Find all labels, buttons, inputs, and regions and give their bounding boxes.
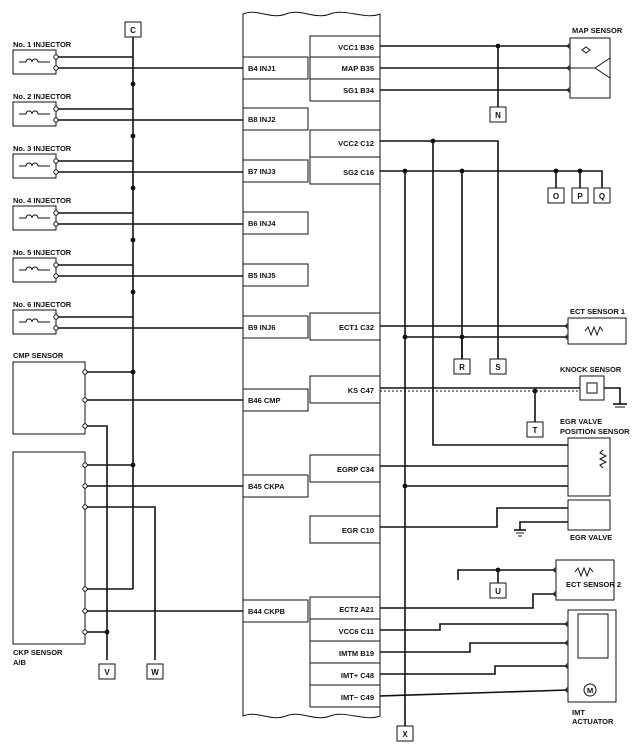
injector-6-label: No. 6 INJECTOR <box>13 300 72 309</box>
connector-o: O <box>547 187 565 204</box>
pin-sg1: SG1 B34 <box>343 86 375 95</box>
pin-inj6: B9 INJ6 <box>248 323 276 332</box>
pin-imtp: IMT+ C48 <box>341 671 374 680</box>
connector-u-label: U <box>495 587 501 596</box>
pin-ckpa: B45 CKPA <box>248 482 285 491</box>
ecm-left-pins <box>242 56 309 623</box>
connector-w-label: W <box>151 668 159 677</box>
injector-2-symbol <box>12 101 243 127</box>
connector-x-label: X <box>402 730 408 739</box>
ecm-body <box>242 11 381 719</box>
ckp-sensor-label-1: CKP SENSOR <box>13 648 63 657</box>
connector-c: C <box>124 21 142 38</box>
connector-n: N <box>489 106 507 123</box>
imt-actuator: M <box>567 609 617 703</box>
pin-inj4: B6 INJ4 <box>248 219 276 228</box>
pin-egr: EGR C10 <box>342 526 374 535</box>
injectors-group: No. 1 INJECTOR No. 2 INJECTOR No. 3 INJE… <box>13 40 72 309</box>
injector-symbols <box>12 49 243 335</box>
connector-t: T <box>526 421 544 438</box>
injector-3-label: No. 3 INJECTOR <box>13 144 72 153</box>
injector-4-symbol <box>12 205 243 231</box>
ect2-sensor <box>555 559 615 601</box>
ect2-sensor-label: ECT SENSOR 2 <box>566 580 621 589</box>
imt-actuator-label-2: ACTUATOR <box>572 717 614 726</box>
connector-c-label: C <box>130 26 136 35</box>
injector-1-label: No. 1 INJECTOR <box>13 40 72 49</box>
pin-inj5: B5 INJ5 <box>248 271 276 280</box>
pin-vcc1: VCC1 B36 <box>338 43 374 52</box>
connector-t-label: T <box>533 426 538 435</box>
connector-x: X <box>396 725 414 742</box>
connector-q-label: Q <box>599 192 605 201</box>
knock-sensor <box>579 375 627 408</box>
connector-p-label: P <box>577 192 583 201</box>
connector-r: R <box>453 358 471 375</box>
pin-ks: KS C47 <box>348 386 374 395</box>
egr-valve-label: EGR VALVE <box>570 533 612 542</box>
right-junctions <box>402 43 583 573</box>
ckp-sensor-label-2: A/B <box>13 658 27 667</box>
pin-cmp: B46 CMP <box>248 396 281 405</box>
connector-v: V <box>98 663 116 680</box>
connector-p: P <box>571 187 589 204</box>
svg-text:M: M <box>587 686 593 695</box>
map-sensor <box>569 37 611 99</box>
egr-position-label-2: POSITION SENSOR <box>560 427 630 436</box>
egr-position-label-1: EGR VALVE <box>560 417 602 426</box>
egr-position-sensor <box>567 437 611 497</box>
pin-sg2: SG2 C16 <box>343 168 374 177</box>
imt-actuator-label-1: IMT <box>572 708 585 717</box>
knock-sensor-label: KNOCK SENSOR <box>560 365 622 374</box>
ckp-sensor-box <box>12 451 86 645</box>
injector-3-symbol <box>12 153 243 179</box>
pin-ect1: ECT1 C32 <box>339 323 374 332</box>
connector-w: W <box>146 663 164 680</box>
egr-valve <box>567 499 611 531</box>
injector-5-symbol <box>12 257 243 283</box>
injector-5-label: No. 5 INJECTOR <box>13 248 72 257</box>
cmp-sensor-box <box>12 361 86 435</box>
connector-r-label: R <box>459 363 465 372</box>
pin-imtm: IMTM B19 <box>339 649 374 658</box>
pin-vcc6: VCC6 C11 <box>339 627 374 636</box>
connector-s-label: S <box>495 363 501 372</box>
pin-inj2: B8 INJ2 <box>248 115 276 124</box>
connector-n-label: N <box>495 111 501 120</box>
connector-tags: C N O P Q R S T U V W X <box>98 21 611 742</box>
pin-ect2: ECT2 A21 <box>339 605 374 614</box>
connector-u: U <box>489 582 507 599</box>
ground-symbol <box>514 529 526 537</box>
ect1-sensor <box>567 317 627 345</box>
pin-imtn: IMT− C49 <box>341 693 374 702</box>
pin-inj1: B4 INJ1 <box>248 64 276 73</box>
injector-4-label: No. 4 INJECTOR <box>13 196 72 205</box>
connector-s: S <box>489 358 507 375</box>
cmp-sensor-label: CMP SENSOR <box>13 351 64 360</box>
right-wiring <box>379 45 603 728</box>
connector-o-label: O <box>553 192 559 201</box>
map-sensor-label: MAP SENSOR <box>572 26 623 35</box>
injector-2-label: No. 2 INJECTOR <box>13 92 72 101</box>
cmp-ckp-wiring <box>85 371 243 660</box>
pin-ckpb: B44 CKPB <box>248 607 286 616</box>
pin-vcc2: VCC2 C12 <box>338 139 374 148</box>
connector-q: Q <box>593 187 611 204</box>
connector-v-label: V <box>104 668 110 677</box>
pin-inj3: B7 INJ3 <box>248 167 276 176</box>
ect1-sensor-label: ECT SENSOR 1 <box>570 307 625 316</box>
pin-map: MAP B35 <box>342 64 374 73</box>
ecm-right-pins <box>309 35 381 708</box>
pin-egrp: EGRP C34 <box>337 465 375 474</box>
injector-6-symbol <box>12 309 243 335</box>
injector-1-symbol <box>12 49 243 75</box>
